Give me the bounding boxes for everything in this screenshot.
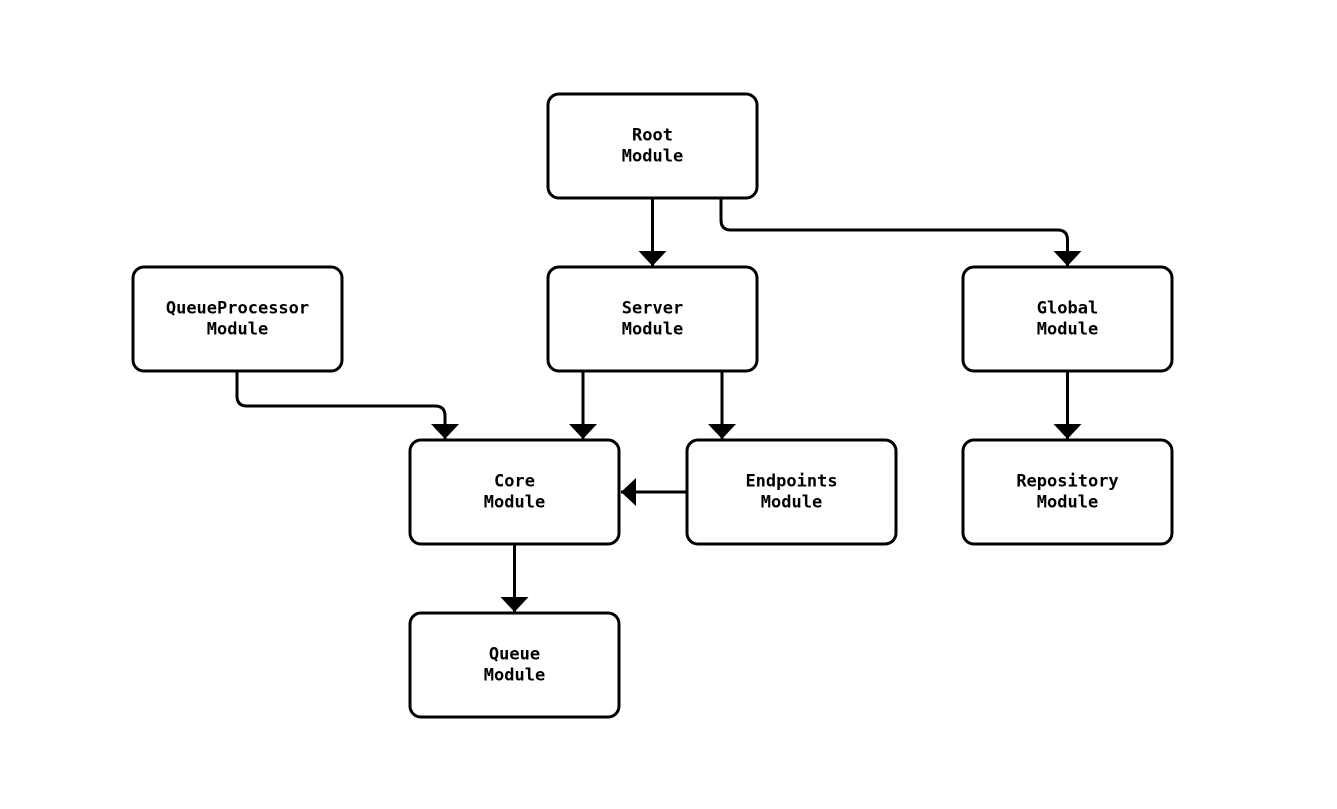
node-endpoints-module-box bbox=[685, 438, 898, 546]
node-root-module-box bbox=[546, 92, 759, 200]
node-global-module: Global Module bbox=[961, 265, 1174, 373]
node-global-module-label-line2: Module bbox=[1037, 320, 1098, 340]
node-core-module: Core Module bbox=[408, 438, 621, 546]
node-repository-module-box bbox=[961, 438, 1174, 546]
node-queue-module-label-line1: Queue bbox=[489, 645, 540, 665]
node-server-module-box bbox=[546, 265, 759, 373]
node-core-module-label-line1: Core bbox=[494, 472, 535, 492]
node-queue-module-box bbox=[408, 611, 621, 719]
node-queueprocessor-module-box bbox=[131, 265, 344, 373]
node-repository-module-label-line2: Module bbox=[1037, 493, 1098, 513]
node-server-module-label-line2: Module bbox=[622, 320, 683, 340]
node-core-module-box bbox=[408, 438, 621, 546]
node-endpoints-module-label-line1: Endpoints bbox=[745, 472, 837, 492]
node-queue-module-label-line2: Module bbox=[484, 666, 545, 686]
nodes-layer: Root Module QueueProcessor Module Server… bbox=[131, 92, 1174, 719]
node-queueprocessor-module-label-line1: QueueProcessor bbox=[166, 299, 309, 319]
node-server-module: Server Module bbox=[546, 265, 759, 373]
node-endpoints-module-label-line2: Module bbox=[761, 493, 822, 513]
node-global-module-box bbox=[961, 265, 1174, 373]
edges-layer bbox=[235, 198, 1082, 612]
node-root-module-label-line1: Root bbox=[632, 126, 673, 146]
edge-root-to-global bbox=[719, 198, 1082, 266]
node-repository-module-label-line1: Repository bbox=[1016, 472, 1118, 492]
node-root-module: Root Module bbox=[546, 92, 759, 200]
edge-queueprocessor-to-core bbox=[235, 372, 459, 439]
node-endpoints-module: Endpoints Module bbox=[685, 438, 898, 546]
node-server-module-label-line1: Server bbox=[622, 299, 683, 319]
node-global-module-label-line1: Global bbox=[1037, 299, 1098, 319]
node-queue-module: Queue Module bbox=[408, 611, 621, 719]
node-repository-module: Repository Module bbox=[961, 438, 1174, 546]
node-queueprocessor-module-label-line2: Module bbox=[207, 320, 268, 340]
node-queueprocessor-module: QueueProcessor Module bbox=[131, 265, 344, 373]
node-core-module-label-line2: Module bbox=[484, 493, 545, 513]
node-root-module-label-line2: Module bbox=[622, 147, 683, 167]
